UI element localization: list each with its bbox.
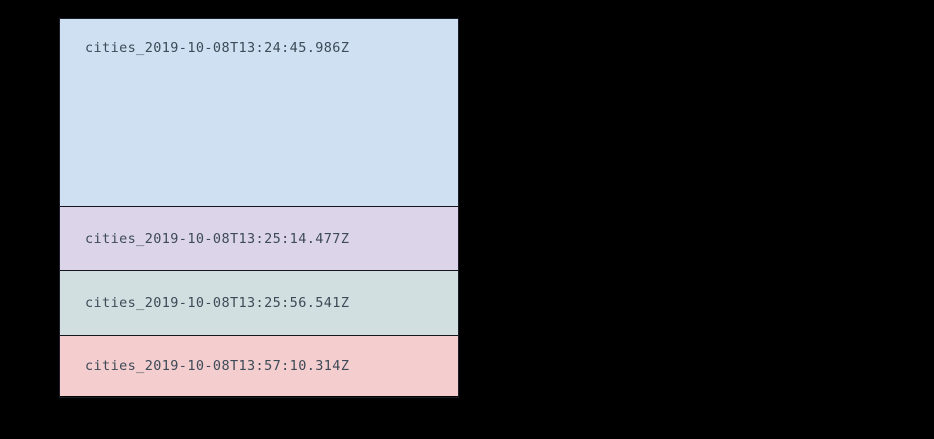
index-block[interactable]: cities_2019-10-08T13:25:14.477Z xyxy=(60,207,458,271)
index-block[interactable]: cities_2019-10-08T13:57:10.314Z xyxy=(60,336,458,396)
index-block-label: cities_2019-10-08T13:57:10.314Z xyxy=(85,358,350,374)
index-block-label: cities_2019-10-08T13:24:45.986Z xyxy=(85,40,350,56)
index-block-label: cities_2019-10-08T13:25:56.541Z xyxy=(85,295,350,311)
index-block[interactable]: cities_2019-10-08T13:24:45.986Z xyxy=(60,19,458,207)
index-block-stack: cities_2019-10-08T13:24:45.986Z cities_2… xyxy=(59,18,459,398)
index-block-label: cities_2019-10-08T13:25:14.477Z xyxy=(85,230,350,247)
index-block[interactable]: cities_2019-10-08T13:25:56.541Z xyxy=(60,271,458,336)
